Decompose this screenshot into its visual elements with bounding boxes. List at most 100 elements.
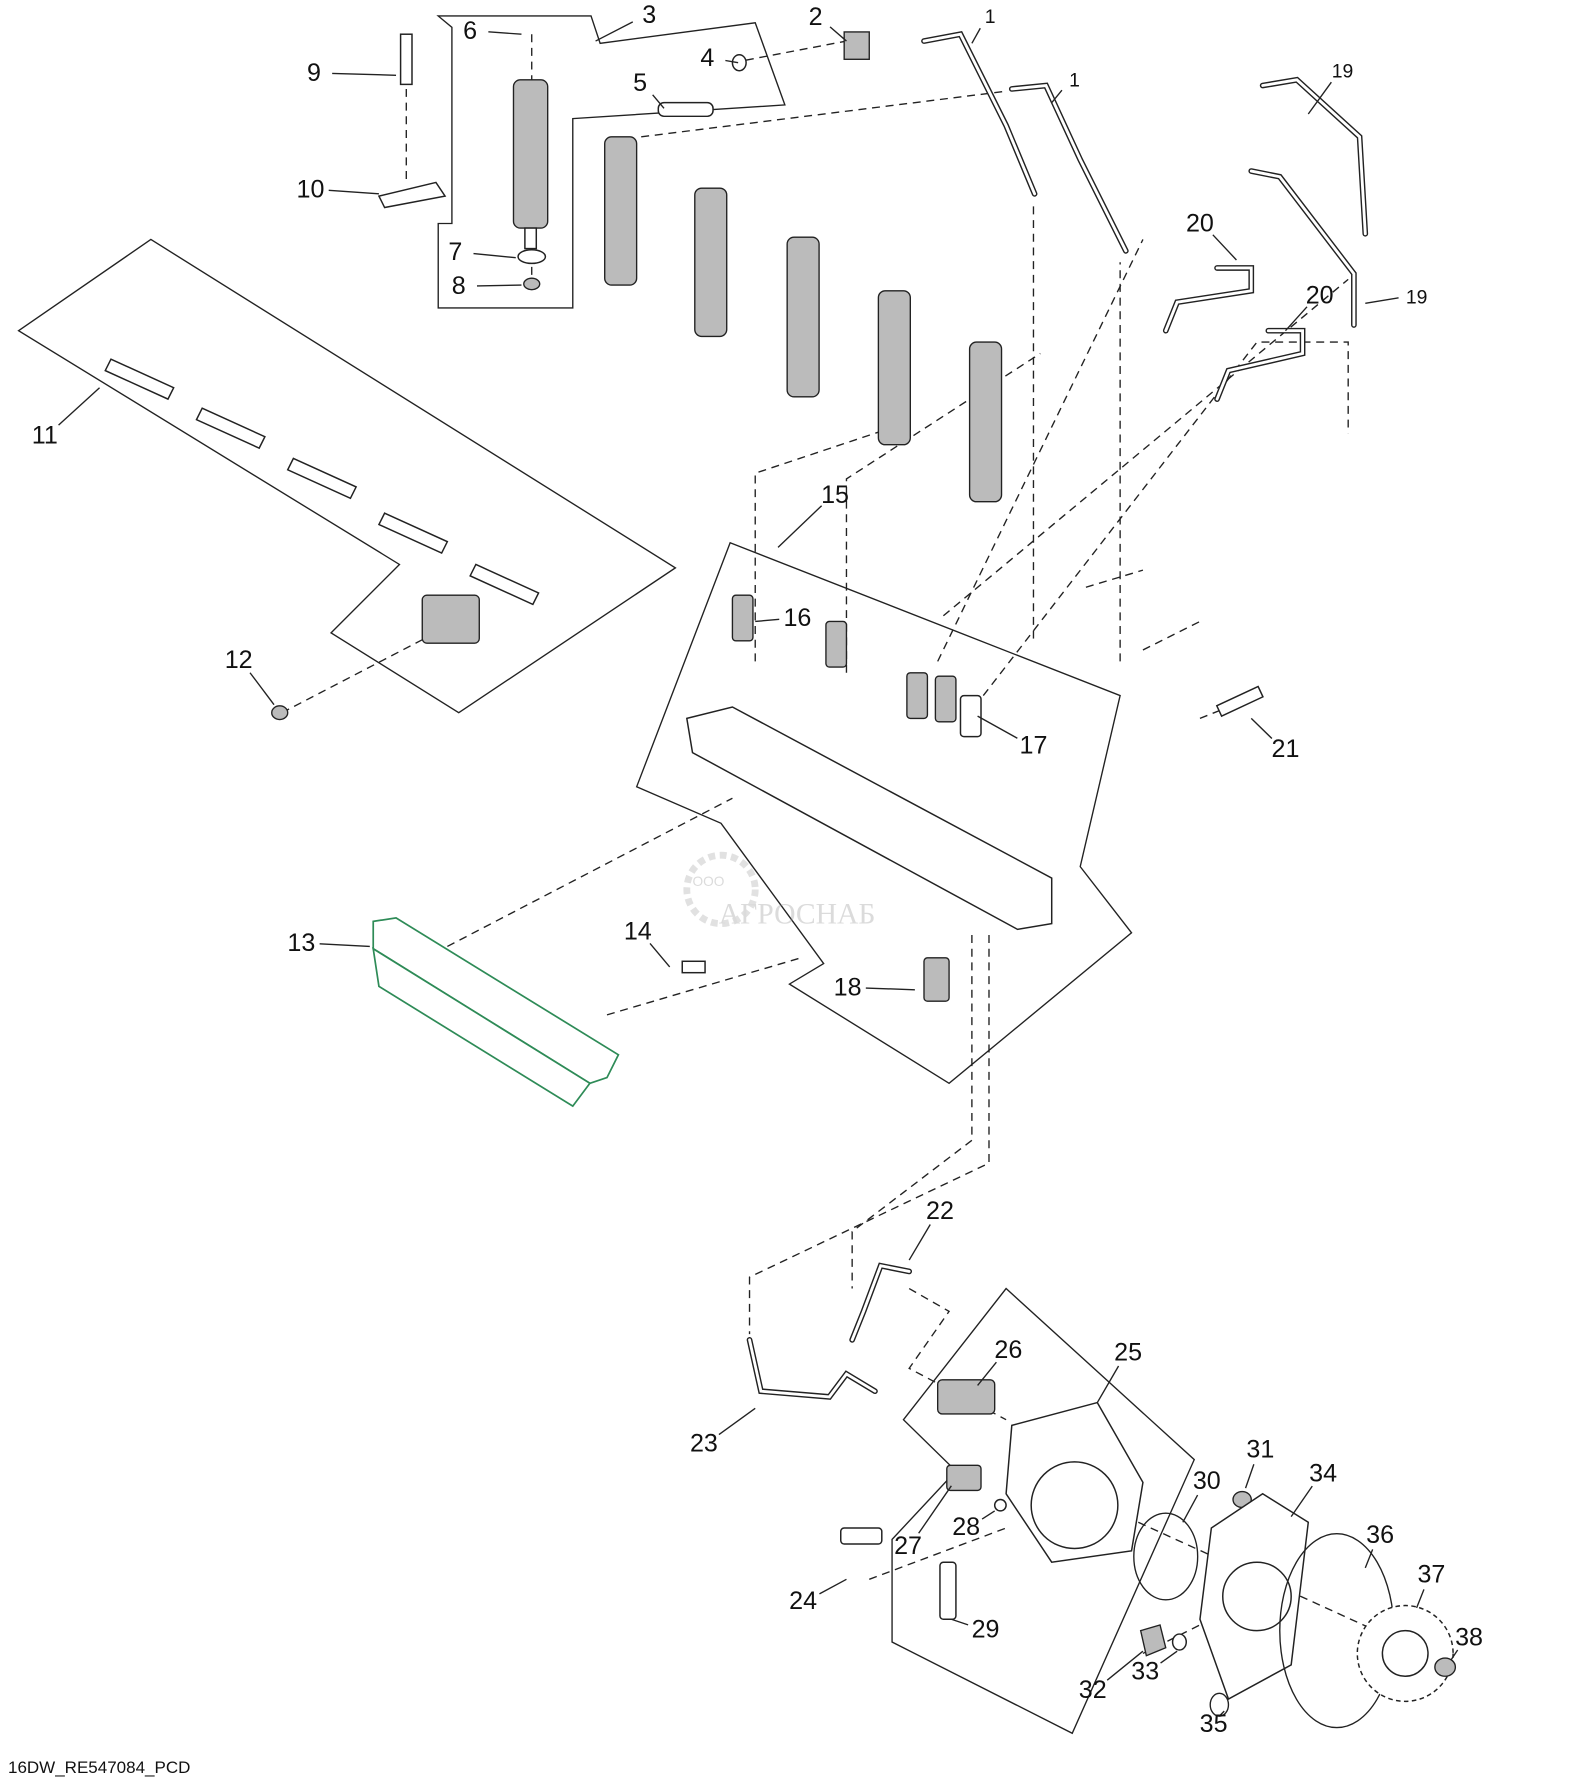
leader-line-14 [649,943,671,968]
callout-14[interactable]: 14 [624,918,652,946]
leader-line-18 [865,987,915,991]
leader-line-37 [1415,1589,1425,1609]
figure-code: 16DW_RE547084_PCD [8,1758,191,1777]
watermark-logo: ООО АГРОСНАБ [683,851,876,931]
callout-29[interactable]: 29 [972,1615,1000,1643]
leader-line-15 [777,505,823,548]
leader-line-16 [755,618,780,623]
leader-line-7 [473,252,516,259]
leader-line-1 [1051,89,1063,104]
callout-34[interactable]: 34 [1309,1459,1337,1487]
leader-line-19 [1307,81,1332,115]
leader-line-30 [1182,1494,1199,1523]
leader-line-3 [595,21,634,42]
callout-27[interactable]: 27 [894,1532,922,1560]
callout-24[interactable]: 24 [789,1587,817,1615]
callout-36[interactable]: 36 [1366,1521,1394,1549]
leader-line-20 [1284,306,1308,332]
callout-38[interactable]: 38 [1455,1623,1483,1651]
pump-assembly [840,1379,1457,1729]
leader-line-9 [332,72,397,76]
leader-line-28 [981,1510,996,1520]
callout-16[interactable]: 16 [783,604,811,632]
callout-22[interactable]: 22 [926,1197,954,1225]
leader-line-19 [1365,297,1399,304]
svg-text:ООО: ООО [693,874,725,889]
fuel-lines [746,31,1369,1400]
leader-line-35 [1218,1710,1225,1717]
leader-line-1 [971,27,981,44]
wiring-group-box [17,238,677,714]
leader-line-25 [1096,1365,1120,1403]
injector-parts [377,31,1003,503]
callout-32[interactable]: 32 [1079,1676,1107,1704]
callout-4[interactable]: 4 [700,44,714,72]
callout-3[interactable]: 3 [642,1,656,29]
callout-11[interactable]: 11 [32,422,58,450]
leader-line-21 [1250,717,1273,739]
callout-10[interactable]: 10 [297,175,325,203]
callout-25[interactable]: 25 [1114,1338,1142,1366]
callout-26[interactable]: 26 [994,1336,1022,1364]
fuel-rail [681,594,1264,1002]
pump-group-box [891,1287,1196,1735]
callout-21[interactable]: 21 [1272,735,1300,763]
callout-20[interactable]: 20 [1306,281,1334,309]
callout-6[interactable]: 6 [463,17,477,45]
callout-18[interactable]: 18 [834,973,862,1001]
leader-line-27 [918,1485,952,1534]
callout-37[interactable]: 37 [1417,1561,1445,1589]
callout-33[interactable]: 33 [1131,1658,1159,1686]
callout-17[interactable]: 17 [1020,732,1048,760]
callout-30[interactable]: 30 [1193,1467,1221,1495]
part-13-highlighted [372,917,620,1108]
callout-35[interactable]: 35 [1200,1710,1228,1738]
leader-line-8 [476,284,522,287]
leader-line-11 [58,387,101,426]
callout-9[interactable]: 9 [307,59,321,87]
leader-line-31 [1244,1464,1255,1489]
leader-line-5 [652,94,665,109]
leader-line-23 [718,1407,756,1436]
leader-line-34 [1290,1485,1313,1517]
leader-lines [58,21,1459,1717]
callout-7[interactable]: 7 [448,238,462,266]
callout-1[interactable]: 1 [985,6,996,28]
leader-line-4 [725,59,739,64]
leader-line-24 [819,1578,847,1595]
callout-2[interactable]: 2 [809,3,823,31]
injectors-row [604,136,1003,503]
leader-line-22 [908,1224,931,1261]
callout-23[interactable]: 23 [690,1430,718,1458]
callout-31[interactable]: 31 [1246,1435,1274,1463]
harness-clips [104,358,540,721]
leader-line-33 [1160,1650,1178,1664]
leader-line-36 [1364,1549,1374,1569]
leader-line-2 [829,26,847,42]
callout-19[interactable]: 19 [1406,286,1428,308]
leader-line-20 [1212,234,1237,261]
callout-8[interactable]: 8 [452,272,466,300]
leader-line-13 [319,943,370,948]
fuel-rail-group-box [635,541,1133,1085]
callout-5[interactable]: 5 [633,69,647,97]
leader-line-38 [1450,1649,1459,1661]
callout-13[interactable]: 13 [287,929,315,957]
callout-12[interactable]: 12 [225,646,253,674]
leader-line-32 [1106,1650,1144,1681]
leader-line-29 [951,1618,969,1626]
callout-1[interactable]: 1 [1069,70,1080,92]
callout-15[interactable]: 15 [821,481,849,509]
callout-28[interactable]: 28 [952,1513,980,1541]
leader-line-10 [328,189,379,195]
callout-20[interactable]: 20 [1186,209,1214,237]
callout-19[interactable]: 19 [1332,61,1354,83]
leader-line-6 [488,31,522,35]
leader-line-12 [249,672,275,706]
leader-line-17 [977,715,1018,739]
svg-text:АГРОСНАБ: АГРОСНАБ [719,899,876,931]
leader-line-26 [977,1361,997,1386]
